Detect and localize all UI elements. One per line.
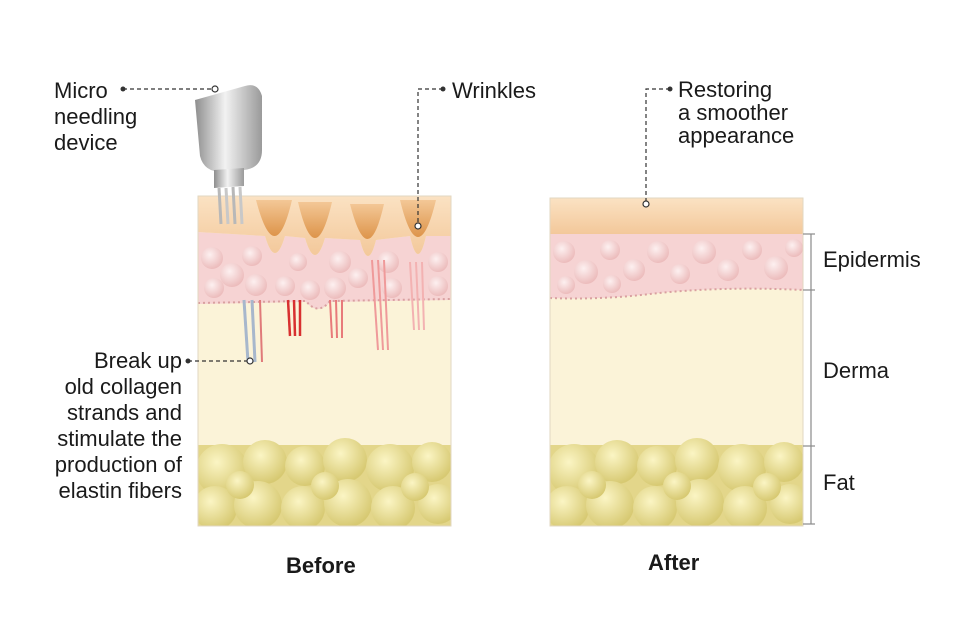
wrinkles-label: Wrinkles (452, 78, 536, 103)
before-caption: Before (286, 553, 356, 578)
restoring-label: Restoring a smoother appearance (678, 77, 795, 148)
after-fat-bubbles (550, 438, 803, 526)
after-basement-membrane (550, 287, 803, 300)
micro-needling-device-label: Micro needling device (54, 78, 138, 155)
micro-needling-device (195, 85, 262, 225)
derma-label: Derma (823, 358, 890, 383)
before-epidermis-cells (201, 246, 448, 300)
after-skin-panel (550, 198, 803, 526)
before-fat-bubbles (198, 438, 451, 526)
before-skin-panel (198, 196, 451, 526)
collagen-label: Break up old collagen strands and stimul… (54, 348, 182, 503)
callout-leaders (120, 85, 673, 365)
needle-channels (242, 259, 425, 363)
epidermis-label: Epidermis (823, 247, 921, 272)
after-epidermis-cells (553, 239, 803, 294)
after-surface-layer (550, 198, 803, 234)
after-caption: After (648, 550, 700, 575)
layer-brackets (803, 233, 815, 525)
fat-label: Fat (823, 470, 855, 495)
